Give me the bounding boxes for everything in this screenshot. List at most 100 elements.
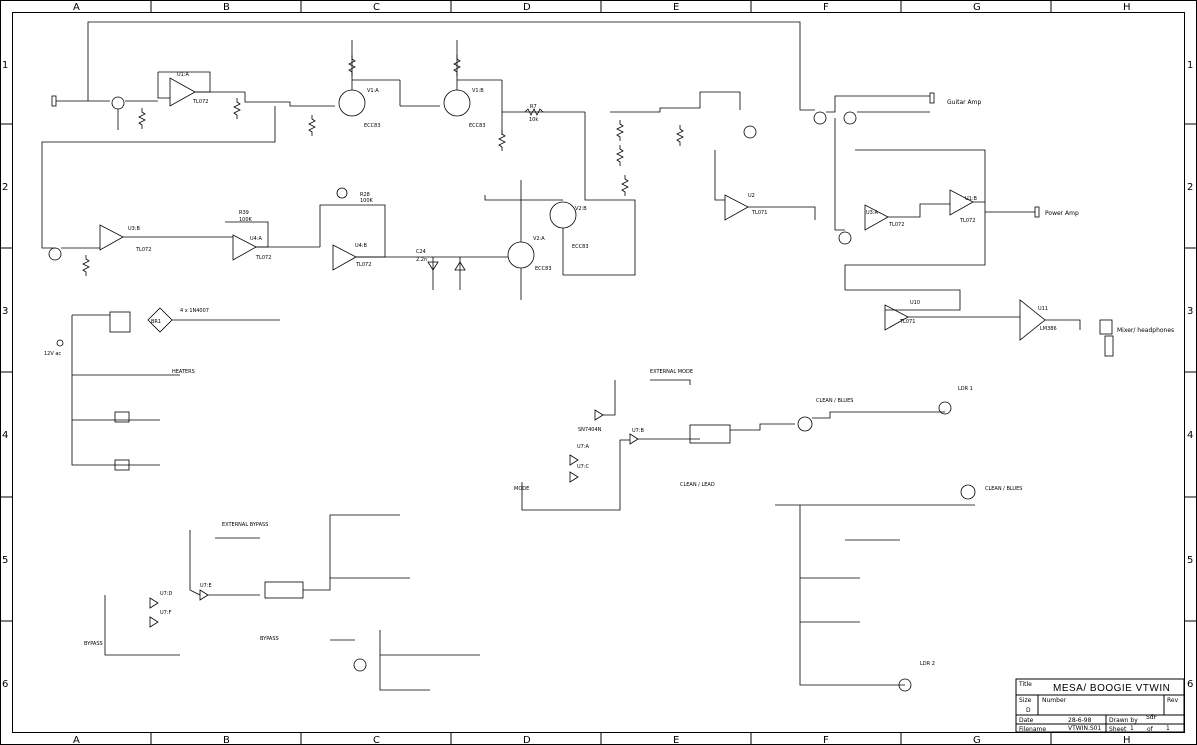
mode-switch-logic: U7:A U7:B U7:C SN7404N xyxy=(521,379,945,511)
ldr-labels: CLEAN / BLUES LDR 2 xyxy=(920,486,1022,667)
effects-loop-opamps: U3:A TL072 U1:B TL072 xyxy=(834,118,1040,290)
u1b-part: TL072 xyxy=(959,218,975,224)
size-label: Size xyxy=(1019,697,1032,704)
u4a-part: TL072 xyxy=(255,255,271,261)
mixer-headphones-text: Mixer/ headphones xyxy=(1117,327,1174,334)
br1-label: BR1 xyxy=(151,319,161,325)
fet-j1-output xyxy=(743,125,757,139)
ldr2-label: LDR 2 xyxy=(920,661,935,667)
zone-col-c: C xyxy=(373,2,380,13)
zone-row-5-right: 5 xyxy=(1187,555,1193,566)
bypass-logic: U7:D U7:E U7:F xyxy=(104,514,480,691)
capacitor-c24: C24 2.2n xyxy=(416,249,427,263)
zone-row-3-right: 3 xyxy=(1187,306,1193,317)
guitar-amp-label: Guitar Amp xyxy=(947,99,981,106)
u2-part: TL071 xyxy=(751,210,767,216)
c24-value: 2.2n xyxy=(416,257,427,263)
ac-input-label: 12V ac xyxy=(44,351,61,357)
u4a-label: U4:A xyxy=(250,236,263,242)
heaters-label: HEATERS xyxy=(172,369,195,375)
filename-label: Filename xyxy=(1019,726,1046,733)
clean-blues-label: CLEAN / BLUES xyxy=(816,398,853,404)
zone-col-c-bottom: C xyxy=(373,735,380,745)
v2a-label: V2:A xyxy=(533,236,545,242)
sheet-number: 1 xyxy=(1130,725,1134,732)
zone-col-f-bottom: F xyxy=(823,735,829,745)
sheet-total: 1 xyxy=(1166,725,1170,732)
v1a-label: V1:A xyxy=(367,88,379,94)
zone-col-b-bottom: B xyxy=(223,735,230,745)
title-block: Title MESA/ BOOGIE VTWIN Size D Number R… xyxy=(1015,678,1185,733)
u3a-label: U3:A xyxy=(866,210,879,216)
output-fets xyxy=(813,92,935,125)
u10-part: TL071 xyxy=(899,319,915,325)
wire-tube-stage xyxy=(244,40,585,135)
zone-row-6: 6 xyxy=(2,679,8,690)
u7e-label: U7:E xyxy=(200,583,212,589)
v2b-label: V2:B xyxy=(575,206,587,212)
tube-v2a: V2:A ECC83 xyxy=(507,236,552,272)
resistor-r39: R39 100K xyxy=(239,210,253,223)
resistor-r7: R7 10k xyxy=(524,104,544,123)
zone-row-2-right: 2 xyxy=(1187,182,1193,193)
feedback-loop-top xyxy=(87,21,815,111)
zone-col-e: E xyxy=(673,2,679,13)
zone-col-a: A xyxy=(73,2,80,13)
opamp-u4a: U4:A TL072 xyxy=(225,221,320,261)
rev-label: Rev xyxy=(1167,697,1179,704)
v1a-part: ECC83 xyxy=(364,123,381,129)
mixer-label: Mixer/ headphones xyxy=(1117,327,1174,334)
power-amp-text: Power Amp xyxy=(1045,210,1079,217)
u11-part: LM386 xyxy=(1040,326,1057,332)
opamp-u1a: U1:A TL072 xyxy=(125,71,245,107)
v2b-part: ECC83 xyxy=(572,244,589,250)
u4b-part: TL072 xyxy=(355,262,371,268)
zone-col-d: D xyxy=(523,2,531,13)
r28-label: R28 xyxy=(360,192,370,198)
title-label: Title xyxy=(1018,681,1032,688)
bypass-labels: EXTERNAL BYPASS BYPASS BYPASS xyxy=(84,522,279,647)
zone-col-h: H xyxy=(1123,2,1131,13)
external-bypass-label: EXTERNAL BYPASS xyxy=(222,522,268,528)
date-value: 28-6-98 xyxy=(1068,717,1092,724)
zone-col-a-bottom: A xyxy=(73,735,80,745)
zone-row-6-right: 6 xyxy=(1187,679,1193,690)
u7c-label: U7:C xyxy=(577,464,590,470)
bypass-led-label: BYPASS xyxy=(260,636,279,642)
r7-value: 10k xyxy=(529,117,538,123)
power-labels: 12V ac HEATERS xyxy=(44,351,195,375)
fet-j10 xyxy=(48,247,90,276)
zone-row-3: 3 xyxy=(2,306,8,317)
c24-label: C24 xyxy=(416,249,426,255)
wire-v2-stage xyxy=(484,180,636,300)
u7a-label: U7:A xyxy=(577,444,590,450)
zone-row-labels-right: 1 2 3 4 5 6 xyxy=(1187,60,1193,690)
zone-row-1-right: 1 xyxy=(1187,60,1193,71)
tube-v1a: V1:A ECC83 xyxy=(338,88,381,129)
zone-col-g: G xyxy=(973,2,981,13)
filename-value: VTWIN.S01 xyxy=(1068,725,1101,732)
zone-col-d-bottom: D xyxy=(523,735,531,745)
drawn-by-value: SdF xyxy=(1146,714,1158,721)
power-supply: 4 x 1N4007 BR1 xyxy=(56,307,280,471)
drawn-by-label: Drawn by xyxy=(1109,717,1138,724)
zone-row-labels-left: 1 2 3 4 5 6 xyxy=(2,60,8,690)
u7d-label: U7:D xyxy=(160,591,173,597)
v1b-label: V1:B xyxy=(472,88,484,94)
inner-border xyxy=(12,12,1185,733)
zone-column-labels-top: A B C D E F G H xyxy=(73,2,1131,13)
clean-lead-label: CLEAN / LEAD xyxy=(680,482,715,488)
tube-v1b: V1:B ECC83 xyxy=(443,88,486,129)
tone-stack xyxy=(584,91,741,250)
date-label: Date xyxy=(1019,717,1034,724)
size-value: D xyxy=(1026,707,1031,714)
headphone-amp: U10 TL071 U11 LM386 xyxy=(845,289,1114,357)
external-mode-label: EXTERNAL MODE xyxy=(650,369,693,375)
r28-value: 100K xyxy=(360,198,374,204)
zone-col-b: B xyxy=(223,2,230,13)
u3b-label: U3:B xyxy=(128,226,141,232)
v1b-part: ECC83 xyxy=(469,123,486,129)
guitar-amp-text: Guitar Amp xyxy=(947,99,981,106)
opamp-u2: U2 TL071 xyxy=(714,150,816,221)
zone-row-4: 4 xyxy=(2,430,8,441)
